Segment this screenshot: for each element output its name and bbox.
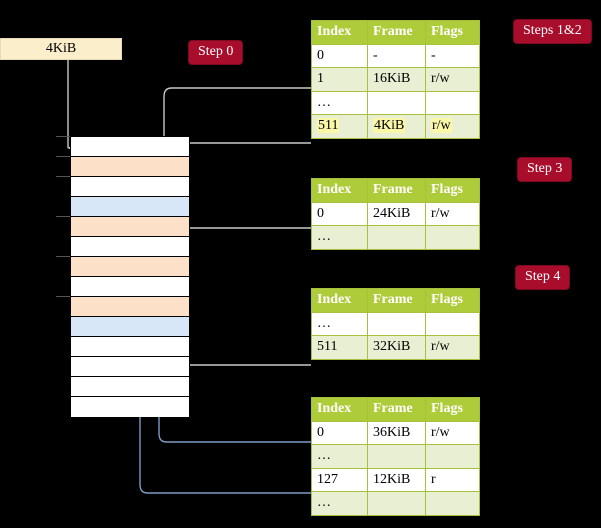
table-cell [425, 311, 480, 336]
table-header-cell: Flags [425, 178, 480, 203]
badge-step-4: Step 4 [516, 266, 570, 289]
table-cell: 0 [311, 43, 368, 68]
table-cell [367, 90, 426, 115]
table-header-cell: Flags [425, 20, 480, 45]
table-cell: - [425, 43, 480, 68]
table-cell: r/w [425, 67, 480, 92]
memory-frame-row [71, 317, 189, 337]
table-cell [425, 491, 480, 516]
table-cell: 127 [311, 467, 368, 492]
memory-frame-row [71, 177, 189, 197]
table-cell: r/w [425, 335, 480, 360]
table-cell: r/w [425, 201, 480, 226]
table-cell: … [311, 90, 368, 115]
highlighted-value: 4KiB [373, 118, 406, 133]
memory-frame-row [71, 277, 189, 297]
memory-frame-row [71, 137, 189, 157]
table-cell: … [311, 444, 368, 469]
memory-boundary-tick [56, 156, 70, 157]
table-header-cell: Frame [367, 397, 426, 422]
memory-frame-row [71, 197, 189, 217]
table-cell: - [367, 43, 426, 68]
table-header-cell: Flags [425, 397, 480, 422]
table-cell: 32KiB [367, 335, 426, 360]
table-cell: 4KiB [367, 114, 426, 139]
table-cell: r/w [425, 420, 480, 445]
table-cell: 16KiB [367, 67, 426, 92]
memory-boundary-tick [56, 136, 70, 137]
table-header-cell: Frame [367, 178, 426, 203]
memory-boundary-tick [56, 216, 70, 217]
table-cell [367, 311, 426, 336]
memory-frame-row [71, 257, 189, 277]
offset-tag: 4KiB [0, 38, 122, 60]
table-cell: r [425, 467, 480, 492]
table-header-cell: Index [311, 178, 368, 203]
memory-boundary-tick [56, 296, 70, 297]
physical-memory-stack [70, 136, 190, 417]
table-cell: 36KiB [367, 420, 426, 445]
memory-frame-row [71, 377, 189, 397]
table-cell: 0 [311, 201, 368, 226]
table-cell [425, 90, 480, 115]
table-cell: 511 [311, 114, 368, 139]
table-cell: 511 [311, 335, 368, 360]
table-header-cell: Frame [367, 288, 426, 313]
offset-tag-label: 4KiB [45, 41, 77, 56]
table-cell: … [311, 225, 368, 250]
table-row: … [311, 444, 480, 469]
table-cell: r/w [425, 114, 480, 139]
table-row: 0-- [311, 43, 480, 68]
badge-steps-1-2: Steps 1&2 [514, 20, 591, 43]
memory-frame-row [71, 337, 189, 357]
badge-step-0: Step 0 [189, 41, 243, 64]
table-cell: 24KiB [367, 201, 426, 226]
table-header-cell: Index [311, 288, 368, 313]
table-row: … [311, 311, 480, 336]
memory-boundary-tick [56, 256, 70, 257]
table-cell: … [311, 311, 368, 336]
table-cell [367, 444, 426, 469]
highlighted-value: r/w [431, 118, 452, 133]
table-cell: 0 [311, 420, 368, 445]
badge-step-3: Step 3 [518, 158, 572, 181]
memory-frame-row [71, 237, 189, 257]
memory-boundary-tick [56, 176, 70, 177]
highlighted-value: 511 [317, 118, 340, 133]
table-row: 511 4KiB r/w [311, 114, 480, 139]
memory-frame-row [71, 157, 189, 177]
table-row: … [311, 90, 480, 115]
table-header-cell: Frame [367, 20, 426, 45]
memory-frame-row [71, 217, 189, 237]
table-cell: 1 [311, 67, 368, 92]
table-cell: 12KiB [367, 467, 426, 492]
table-row: … [311, 491, 480, 516]
table-header-cell: Index [311, 20, 368, 45]
memory-frame-row [71, 297, 189, 317]
table-cell: … [311, 491, 368, 516]
table-cell [425, 444, 480, 469]
table-cell [425, 225, 480, 250]
memory-frame-row [71, 357, 189, 377]
memory-frame-row [71, 397, 189, 417]
table-cell [367, 225, 426, 250]
table-header-cell: Index [311, 397, 368, 422]
table-cell [367, 491, 426, 516]
table-header-cell: Flags [425, 288, 480, 313]
table-row: … [311, 225, 480, 250]
